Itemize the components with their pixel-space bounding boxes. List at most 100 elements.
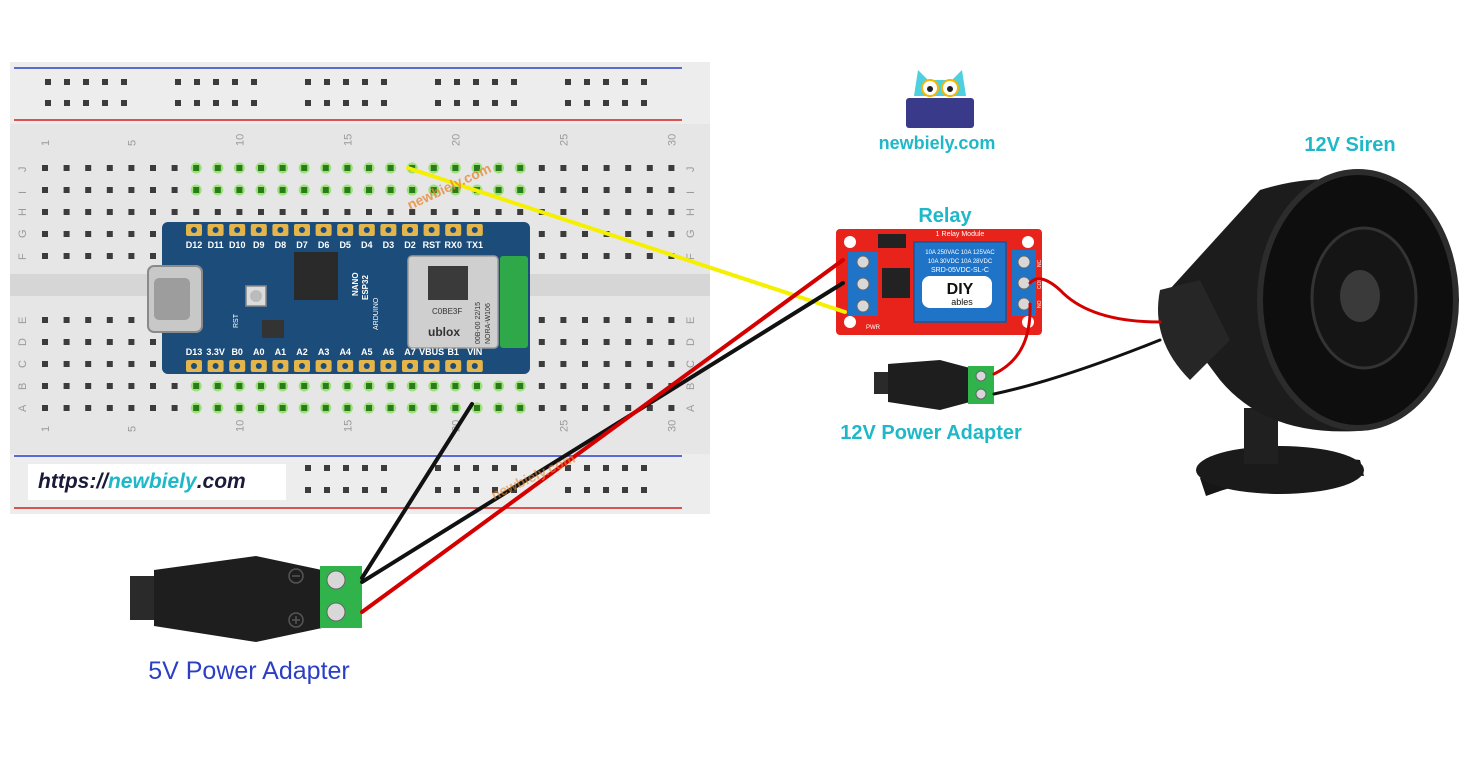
breadboard-hole — [85, 231, 92, 237]
breadboard-hole — [42, 187, 48, 193]
pin-hole — [191, 363, 197, 369]
breadboard-hole — [193, 165, 200, 171]
breadboard-hole — [366, 405, 372, 411]
breadboard-hole — [495, 405, 502, 411]
pin-hole — [407, 363, 413, 369]
breadboard-hole — [106, 187, 113, 193]
breadboard-hole — [668, 231, 675, 237]
pin-hole — [428, 227, 435, 233]
rail-hole — [381, 100, 387, 106]
pin-label: D9 — [253, 240, 265, 250]
breadboard-hole — [150, 339, 156, 345]
breadboard-hole — [582, 231, 588, 237]
pin-hole — [385, 227, 392, 233]
rail-hole — [343, 465, 349, 471]
screw-icon — [975, 370, 987, 382]
rail-hole — [641, 79, 647, 85]
pin-label: D2 — [404, 240, 416, 250]
newbiely-logo: newbiely.com — [879, 70, 996, 153]
breadboard-hole — [582, 253, 588, 259]
mcu-chip — [294, 252, 338, 300]
breadboard-hole — [344, 383, 351, 389]
breadboard-hole — [430, 209, 437, 215]
screw-icon — [326, 570, 346, 590]
breadboard-hole — [214, 187, 221, 193]
rail-hole — [454, 79, 460, 85]
logo-text: newbiely.com — [879, 133, 996, 153]
pin-hole — [234, 227, 241, 233]
breadboard-hole — [625, 317, 632, 323]
pin-hole — [320, 363, 327, 369]
rail-hole — [324, 465, 330, 471]
breadboard-hole — [387, 165, 394, 171]
pin-label: A5 — [361, 347, 373, 357]
breadboard-hole — [128, 231, 135, 237]
pin-hole — [191, 227, 197, 233]
breadboard-hole — [106, 231, 113, 237]
breadboard-hole — [452, 187, 459, 193]
rail-hole — [362, 100, 368, 106]
pin-hole — [342, 363, 349, 369]
pin-label: A2 — [296, 347, 308, 357]
pin-hole — [212, 363, 219, 369]
breadboard-hole — [560, 231, 567, 237]
breadboard-hole — [301, 405, 308, 411]
breadboard-hole — [150, 361, 156, 367]
relay-pwr-label: PWR — [866, 325, 881, 331]
breadboard-hole — [301, 165, 308, 171]
rail-hole — [362, 487, 368, 493]
breadboard-hole — [85, 165, 92, 171]
board-text-rst: RST — [233, 313, 240, 328]
breadboard-hole — [387, 209, 394, 215]
breadboard-hole — [279, 209, 286, 215]
breadboard-hole — [344, 165, 351, 171]
breadboard-hole — [560, 165, 567, 171]
breadboard-hole — [668, 361, 675, 367]
relay-spec-line-1: 10A 250VAC 10A 125VAC — [925, 250, 995, 256]
small-chip — [262, 320, 284, 338]
breadboard-hole — [42, 231, 48, 237]
plus-icon — [288, 612, 304, 628]
rail-hole — [492, 79, 498, 85]
row-letter: I — [17, 191, 29, 194]
breadboard-hole — [517, 165, 524, 171]
breadboard-hole — [538, 339, 545, 345]
row-letter: G — [17, 229, 29, 238]
breadboard-hole — [322, 187, 329, 193]
screw-icon — [326, 602, 346, 622]
terminal-label-no: NO — [1037, 300, 1043, 308]
mount-hole-icon — [844, 236, 856, 248]
pin-label: RST — [423, 240, 442, 250]
breadboard-hole — [538, 383, 545, 389]
power-adapter-12v — [874, 360, 994, 410]
breadboard-hole — [625, 361, 632, 367]
breadboard-hole — [538, 231, 545, 237]
rail-hole — [232, 79, 238, 85]
pin-label: VBUS — [419, 347, 444, 357]
rail-hole — [121, 100, 127, 106]
breadboard-hole — [301, 383, 308, 389]
wire-red-relay-to-siren — [1028, 277, 1162, 324]
label-adapter-12v: 12V Power Adapter — [840, 422, 1022, 444]
module-brand: ublox — [428, 325, 460, 339]
pin-hole — [234, 363, 241, 369]
rail-hole — [102, 100, 108, 106]
rail-hole — [565, 79, 571, 85]
rail-hole — [584, 79, 590, 85]
rail-hole — [454, 100, 460, 106]
breadboard-hole — [582, 209, 588, 215]
relay-jumper — [878, 234, 906, 248]
column-number: 1 — [40, 140, 52, 146]
module-text-lot: 00B-00 22/15 — [475, 302, 482, 344]
breadboard-hole — [582, 317, 588, 323]
diyables-logo — [922, 276, 992, 308]
breadboard-hole — [42, 383, 48, 389]
breadboard-hole — [495, 187, 502, 193]
breadboard-hole — [603, 165, 610, 171]
breadboard-hole — [63, 165, 70, 171]
arduino-pin-headers — [186, 224, 483, 372]
breadboard-hole — [63, 339, 70, 345]
adapter-12v-jack — [874, 372, 890, 394]
breadboard-hole — [625, 209, 632, 215]
rail-hole — [641, 487, 647, 493]
